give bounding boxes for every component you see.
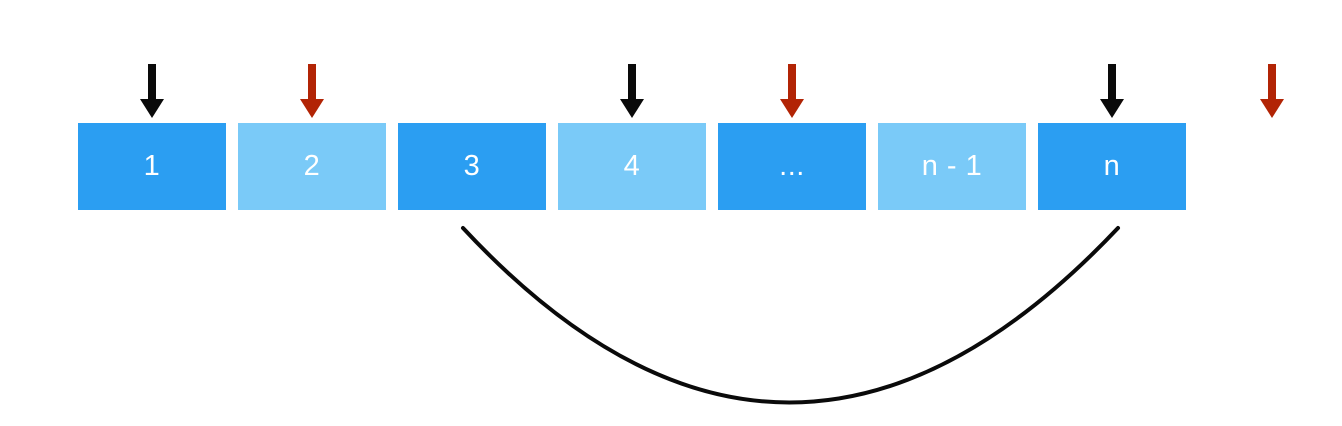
down-arrow-icon-red: [1260, 64, 1284, 118]
down-arrow-icon-black: [140, 64, 164, 118]
down-arrow-icon-red: [300, 64, 324, 118]
array-cell: 2: [238, 123, 386, 210]
down-arrow-head: [620, 99, 644, 118]
down-arrow-head: [780, 99, 804, 118]
cell-label: ...: [779, 150, 805, 182]
array-cell: 4: [558, 123, 706, 210]
down-arrow-shaft: [308, 64, 316, 99]
array-cell: 1: [78, 123, 226, 210]
down-arrow-head: [1260, 99, 1284, 118]
down-arrow-shaft: [628, 64, 636, 99]
cell-label: 4: [623, 150, 641, 182]
down-arrow-icon-black: [620, 64, 644, 118]
down-arrow-shaft: [788, 64, 796, 99]
cell-label: 1: [143, 150, 161, 182]
array-cell: n: [1038, 123, 1186, 210]
down-arrow-head: [1100, 99, 1124, 118]
down-arrow-head: [140, 99, 164, 118]
down-arrow-head: [300, 99, 324, 118]
cell-label: 2: [303, 150, 321, 182]
swap-arc-path: [461, 226, 1120, 405]
array-cell: 3: [398, 123, 546, 210]
down-arrow-icon-black: [1100, 64, 1124, 118]
cell-label: n - 1: [921, 150, 983, 182]
array-cell: ...: [718, 123, 866, 210]
down-arrow-shaft: [148, 64, 156, 99]
cell-label: n: [1103, 150, 1121, 182]
down-arrow-icon-red: [780, 64, 804, 118]
down-arrow-shaft: [1268, 64, 1276, 99]
array-cell: n - 1: [878, 123, 1026, 210]
down-arrow-shaft: [1108, 64, 1116, 99]
cell-label: 3: [463, 150, 481, 182]
